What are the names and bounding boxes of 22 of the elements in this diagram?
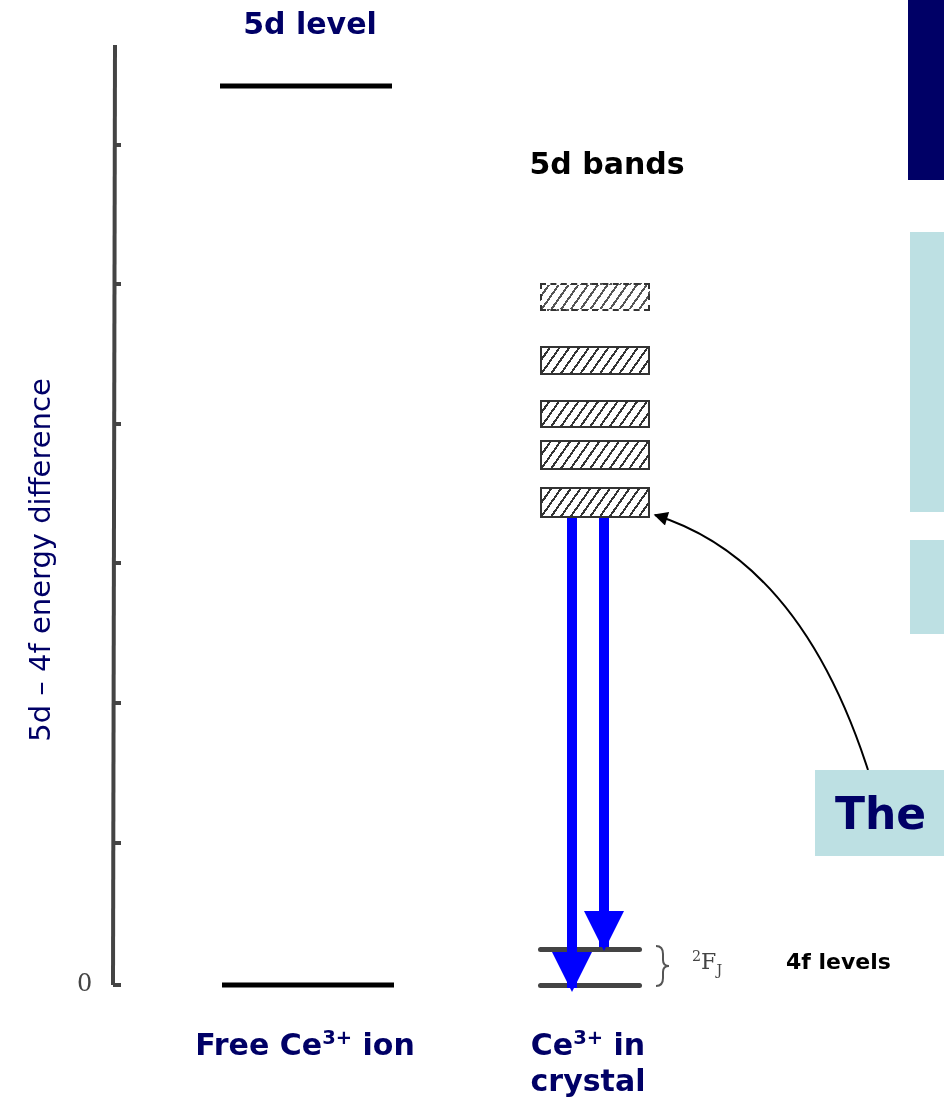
- energy-band: [540, 440, 650, 470]
- tick-label: 0: [77, 969, 93, 998]
- title-banner: [908, 0, 944, 180]
- energy-band: [540, 346, 650, 375]
- transition-arrow: [584, 518, 624, 951]
- energy-band: [540, 487, 650, 518]
- leader-arrow: [653, 512, 869, 771]
- energy-level: [538, 947, 642, 952]
- energy-band: [540, 283, 650, 311]
- axis-label: 5d – 4f energy difference: [22, 378, 58, 742]
- energy-band: [540, 400, 650, 428]
- level-label: 5d level: [243, 6, 377, 42]
- band-label: 5d bands: [529, 146, 685, 182]
- column-label: Free Ce$^{3+}$ ion: [195, 1026, 415, 1063]
- callout-box: The: [815, 770, 944, 856]
- term-symbol: $^{2}$F$_{J}$: [692, 948, 723, 979]
- transition-arrow: [552, 518, 592, 992]
- energy-level: [538, 983, 642, 988]
- column-label: Ce$^{3+}$ in crystal: [529, 1026, 647, 1099]
- text-panel: [910, 540, 944, 634]
- text-panel: [910, 232, 944, 512]
- level-label: 4f levels: [786, 949, 891, 976]
